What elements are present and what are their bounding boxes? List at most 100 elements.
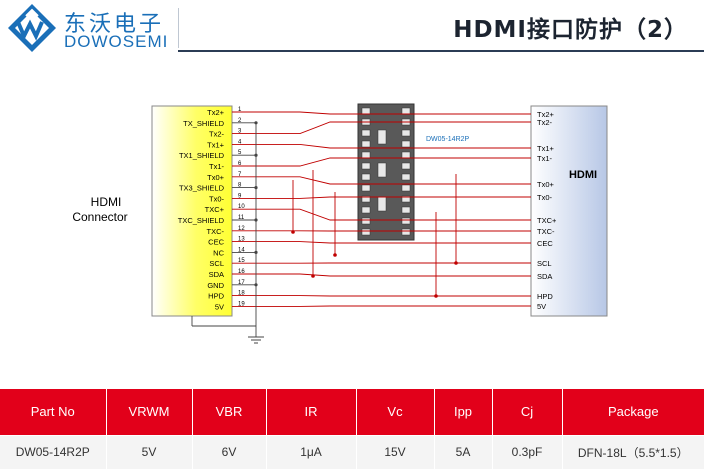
chip-pad-left bbox=[361, 151, 371, 159]
chip-pad-right bbox=[401, 107, 411, 115]
left-pin-label: GND bbox=[207, 281, 224, 290]
col-header-cj: Cj bbox=[492, 389, 563, 435]
pin-number: 5 bbox=[238, 150, 242, 156]
pin-number: 2 bbox=[238, 118, 242, 124]
chip-center-pad bbox=[377, 196, 387, 212]
cell-cj: 0.3pF bbox=[492, 434, 563, 469]
left-pin-labels: Tx2+TX_SHIELDTx2-Tx1+TX1_SHIELDTx1-Tx0+T… bbox=[178, 108, 225, 311]
ground-symbol-icon bbox=[248, 336, 264, 344]
right-pin-label: TXC+ bbox=[537, 216, 557, 225]
signal-trace bbox=[232, 196, 531, 199]
cell-part-no: DW05-14R2P bbox=[0, 434, 107, 469]
left-pin-label: TX_SHIELD bbox=[183, 119, 224, 128]
left-pin-label: NC bbox=[213, 248, 224, 257]
right-pin-label: Tx2+ bbox=[537, 110, 555, 119]
pin-number: 14 bbox=[238, 247, 245, 253]
connector-label-connector: Connector bbox=[72, 210, 127, 224]
col-header-package: Package bbox=[562, 389, 704, 435]
pin-number: 10 bbox=[238, 204, 245, 210]
left-pin-label: TXC+ bbox=[205, 205, 225, 214]
chip-pad-left bbox=[361, 173, 371, 181]
signal-traces bbox=[191, 111, 531, 337]
table-row: DW05-14R2P 5V 6V 1μA 15V 5A 0.3pF DFN-18… bbox=[0, 434, 704, 469]
right-pin-label: SCL bbox=[537, 259, 552, 268]
cell-ipp: 5A bbox=[434, 434, 493, 469]
pin-number: 12 bbox=[238, 226, 245, 232]
left-pin-label: Tx1+ bbox=[207, 140, 225, 149]
left-pin-label: TXC_SHIELD bbox=[178, 216, 225, 225]
col-header-ipp: Ipp bbox=[434, 389, 493, 435]
left-pin-label: Tx0+ bbox=[207, 173, 225, 182]
junction-dot bbox=[311, 274, 315, 278]
junction-dot bbox=[434, 294, 438, 298]
right-pin-label: Tx1- bbox=[537, 154, 553, 163]
chip-pad-left bbox=[361, 195, 371, 203]
junction-dot bbox=[454, 261, 458, 265]
cell-vrwm: 5V bbox=[106, 434, 193, 469]
pin-number: 3 bbox=[238, 129, 242, 135]
right-pin-label: 5V bbox=[537, 302, 546, 311]
header-divider bbox=[178, 8, 179, 48]
signal-trace bbox=[232, 157, 531, 167]
right-pin-label: Tx0+ bbox=[537, 180, 555, 189]
signal-trace bbox=[232, 241, 531, 244]
left-pin-label: Tx2- bbox=[209, 130, 225, 139]
chip-pad-left bbox=[361, 140, 371, 148]
chip-center-pad bbox=[377, 129, 387, 145]
pin-number: 4 bbox=[238, 139, 242, 145]
left-pin-label: SDA bbox=[209, 270, 224, 279]
right-pin-label: Tx1+ bbox=[537, 144, 555, 153]
hdmi-device-label: HDMI bbox=[569, 169, 597, 181]
pin-number: 6 bbox=[238, 161, 242, 167]
left-pin-label: CEC bbox=[208, 238, 224, 247]
chip-pad-left bbox=[361, 228, 371, 236]
left-pin-label: Tx0- bbox=[209, 194, 225, 203]
signal-trace bbox=[232, 273, 531, 277]
col-header-ir: IR bbox=[266, 389, 357, 435]
chip-pad-right bbox=[401, 162, 411, 170]
right-pin-label: SDA bbox=[537, 272, 552, 281]
pin-number: 19 bbox=[238, 301, 245, 307]
chip-pad-left bbox=[361, 129, 371, 137]
signal-trace bbox=[232, 121, 531, 135]
chip-pad-right bbox=[401, 195, 411, 203]
pin-number: 9 bbox=[238, 193, 242, 199]
cell-ir: 1μA bbox=[266, 434, 357, 469]
left-pin-label: HPD bbox=[208, 292, 224, 301]
header-underline bbox=[178, 50, 704, 52]
pin-number: 7 bbox=[238, 172, 242, 178]
chip-pad-right bbox=[401, 228, 411, 236]
pin-number: 15 bbox=[238, 258, 245, 264]
right-pin-label: Tx0- bbox=[537, 193, 553, 202]
chip-pad-right bbox=[401, 173, 411, 181]
right-pin-label: HPD bbox=[537, 292, 553, 301]
pin-number: 17 bbox=[238, 280, 245, 286]
pin-number: 1 bbox=[238, 107, 242, 113]
signal-trace bbox=[232, 176, 531, 185]
cell-vbr: 6V bbox=[192, 434, 267, 469]
device-part-label: DW05-14R2P bbox=[426, 136, 470, 143]
spec-table-header: Part No VRWM VBR IR Vc Ipp Cj Package bbox=[0, 389, 704, 435]
col-header-vrwm: VRWM bbox=[106, 389, 193, 435]
page-header: 东沃电子 DOWOSEMI HDMI接口防护（2） bbox=[0, 0, 704, 56]
left-pin-label: TX3_SHIELD bbox=[179, 184, 225, 193]
col-header-vbr: VBR bbox=[192, 389, 267, 435]
chip-pad-left bbox=[361, 217, 371, 225]
dowosemi-logo-icon bbox=[8, 4, 56, 52]
spec-table: Part No VRWM VBR IR Vc Ipp Cj Package DW… bbox=[0, 389, 704, 469]
chip-pad-right bbox=[401, 206, 411, 214]
left-pin-label: TX1_SHIELD bbox=[179, 151, 225, 160]
junction-dot bbox=[291, 230, 295, 234]
left-pin-label: 5V bbox=[215, 302, 224, 311]
pin-number: 16 bbox=[238, 269, 245, 275]
col-header-part-no: Part No bbox=[0, 389, 107, 435]
hdmi-connector-block bbox=[151, 105, 233, 317]
left-pin-label: TXC- bbox=[207, 227, 225, 236]
left-pin-label: Tx2+ bbox=[207, 108, 225, 117]
right-pin-label: TXC- bbox=[537, 227, 555, 236]
chip-pad-right bbox=[401, 217, 411, 225]
hdmi-device-block bbox=[530, 105, 608, 317]
chip-pad-left bbox=[361, 206, 371, 214]
chip-pad-right bbox=[401, 140, 411, 148]
pin-number: 11 bbox=[238, 215, 245, 221]
